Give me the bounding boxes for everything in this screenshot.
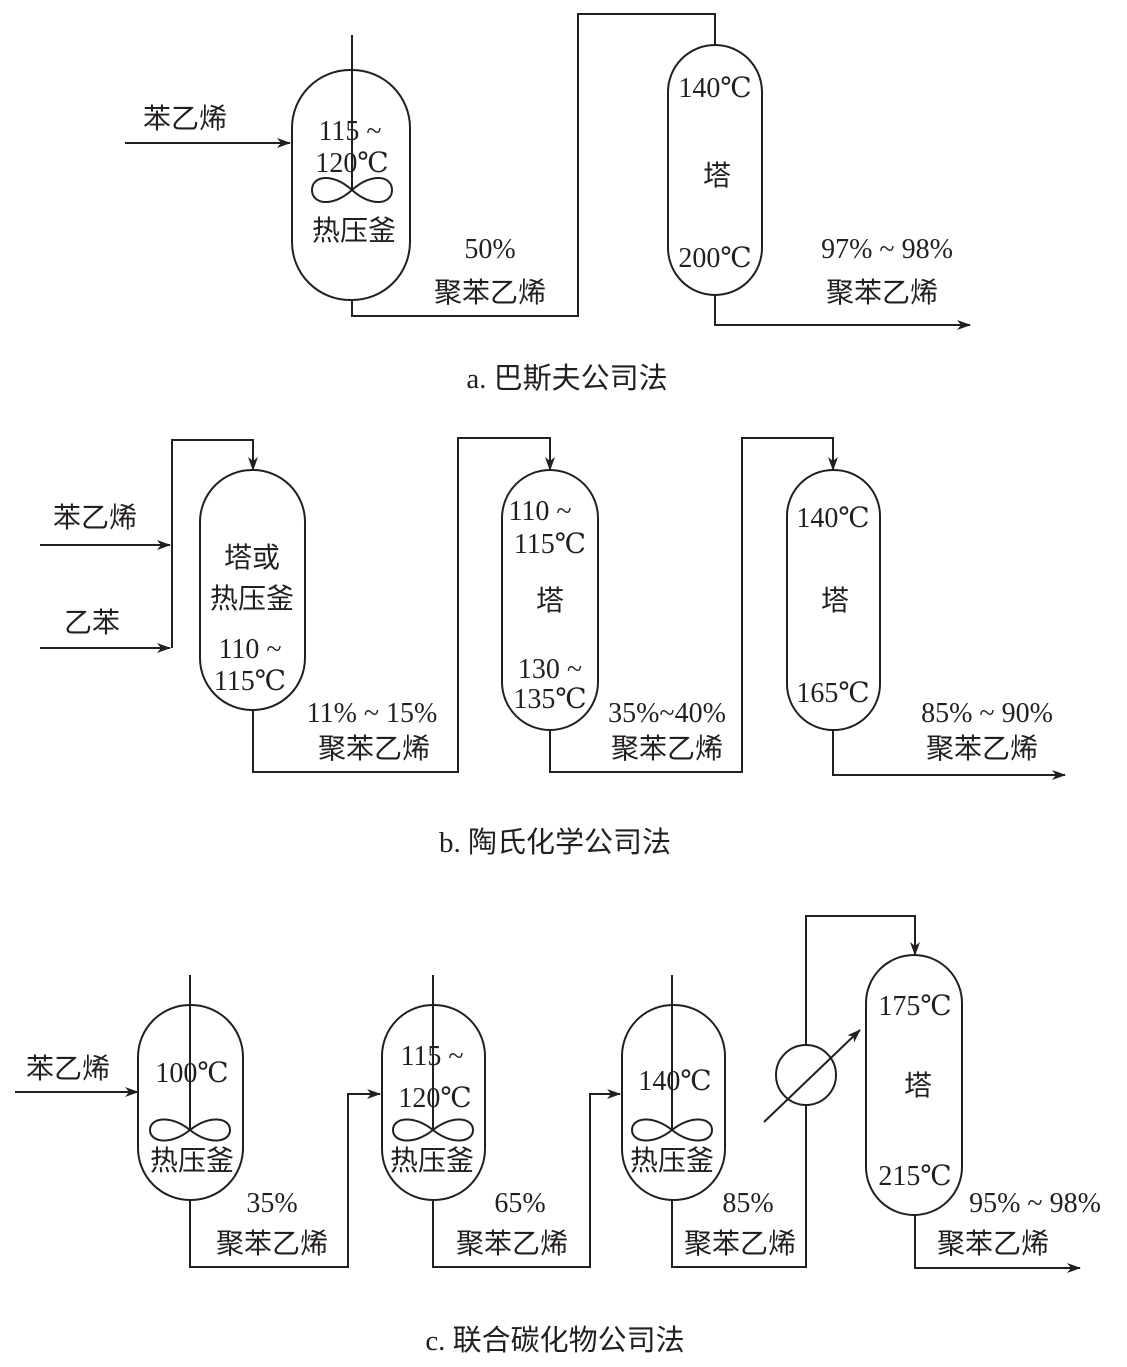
tower-name: 塔	[904, 1070, 932, 1102]
p3-pct: 85% ~ 90%	[921, 698, 1053, 729]
v1-label-1: 塔或	[224, 542, 280, 574]
r1-temp: 100℃	[155, 1058, 228, 1089]
caption-a: a. 巴斯夫公司法	[466, 362, 667, 395]
feed-line	[171, 439, 258, 648]
feed-label: 苯乙烯	[26, 1053, 110, 1085]
v2-label-3: 塔	[536, 585, 564, 617]
v1-label-3: 110 ~	[218, 634, 281, 665]
reactor-name: 热压釜	[312, 215, 396, 247]
p1-name: 聚苯乙烯	[216, 1228, 328, 1260]
tower-top-temp: 140℃	[678, 73, 751, 104]
tower-bottom-temp: 200℃	[678, 243, 751, 274]
stirrer-impeller-icon	[148, 1118, 232, 1142]
outlet-arrow	[832, 730, 1066, 780]
p1-name: 聚苯乙烯	[318, 733, 430, 765]
flow-line	[351, 13, 720, 317]
flow-line-1	[252, 437, 555, 773]
outlet-arrow	[714, 295, 971, 330]
p3-name: 聚苯乙烯	[926, 733, 1038, 765]
r1-name: 热压釜	[150, 1145, 234, 1177]
feed-label-ethylbenzene: 乙苯	[64, 607, 120, 639]
reactor-temp-2: 120℃	[315, 148, 388, 179]
v3-label-1: 140℃	[796, 503, 869, 534]
feed-label: 苯乙烯	[143, 103, 227, 135]
p2-pct: 35%~40%	[608, 698, 726, 729]
v1-label-4: 115℃	[214, 666, 286, 697]
flow-line-1	[189, 1089, 381, 1268]
p2-name: 聚苯乙烯	[611, 733, 723, 765]
product-name: 聚苯乙烯	[434, 277, 546, 309]
flow-line-2	[432, 1089, 621, 1268]
r3-name: 热压釜	[630, 1145, 714, 1177]
flow-line-2	[549, 437, 838, 773]
v1-label-2: 热压釜	[210, 583, 294, 615]
p4-name: 聚苯乙烯	[937, 1228, 1049, 1260]
caption-b: b. 陶氏化学公司法	[439, 826, 671, 859]
v2-label-1: 110 ~	[508, 496, 571, 527]
feed-label-styrene: 苯乙烯	[53, 502, 137, 534]
tower-bottom-temp: 215℃	[878, 1161, 951, 1192]
tower-top-temp: 175℃	[878, 991, 951, 1022]
v2-label-4: 130 ~	[518, 654, 582, 685]
v3-label-3: 165℃	[796, 678, 869, 709]
r2-temp-2: 120℃	[398, 1083, 471, 1114]
p1-pct: 11% ~ 15%	[307, 698, 438, 729]
p2-name: 聚苯乙烯	[456, 1228, 568, 1260]
flow-line-3	[671, 1105, 807, 1268]
caption-c: c. 联合碳化物公司法	[425, 1324, 684, 1357]
stirrer-impeller-icon	[630, 1118, 714, 1142]
outlet-arrow	[914, 1215, 1081, 1273]
stirrer-impeller-icon	[391, 1118, 475, 1142]
p2-pct: 65%	[494, 1188, 545, 1219]
r2-temp-1: 115 ~	[400, 1041, 463, 1072]
v2-label-2: 115℃	[514, 529, 586, 560]
stirrer-impeller-icon	[310, 177, 394, 203]
p4-pct: 95% ~ 98%	[969, 1188, 1101, 1219]
heat-exchanger-arrow	[763, 1029, 861, 1123]
section-a-basf: 苯乙烯 115 ~ 120℃ 热压釜 50% 聚苯乙烯 140℃ 塔 200℃ …	[125, 13, 971, 395]
p3-name: 聚苯乙烯	[684, 1228, 796, 1260]
v3-label-2: 塔	[821, 585, 849, 617]
p1-pct: 35%	[246, 1188, 297, 1219]
final-product-name: 聚苯乙烯	[826, 277, 938, 309]
final-product-pct: 97% ~ 98%	[821, 234, 953, 265]
heat-exchanger-icon	[775, 1044, 837, 1106]
tower-name: 塔	[703, 160, 731, 192]
section-c-union-carbide: 苯乙烯 100℃ 热压釜 35% 聚苯乙烯 115 ~ 120℃ 热压釜 65%…	[15, 915, 1101, 1357]
section-b-dow: 苯乙烯 乙苯 塔或 热压釜 110 ~ 115℃ 11% ~ 15% 聚苯乙烯 …	[40, 437, 1066, 859]
flow-line-4	[805, 915, 920, 1045]
product-pct: 50%	[464, 234, 515, 265]
v2-label-5: 135℃	[513, 684, 586, 715]
autoclave-3	[621, 1004, 726, 1201]
r2-name: 热压釜	[390, 1145, 474, 1177]
p3-pct: 85%	[722, 1188, 773, 1219]
r3-temp: 140℃	[638, 1066, 711, 1097]
reactor-temp-1: 115 ~	[318, 116, 381, 147]
